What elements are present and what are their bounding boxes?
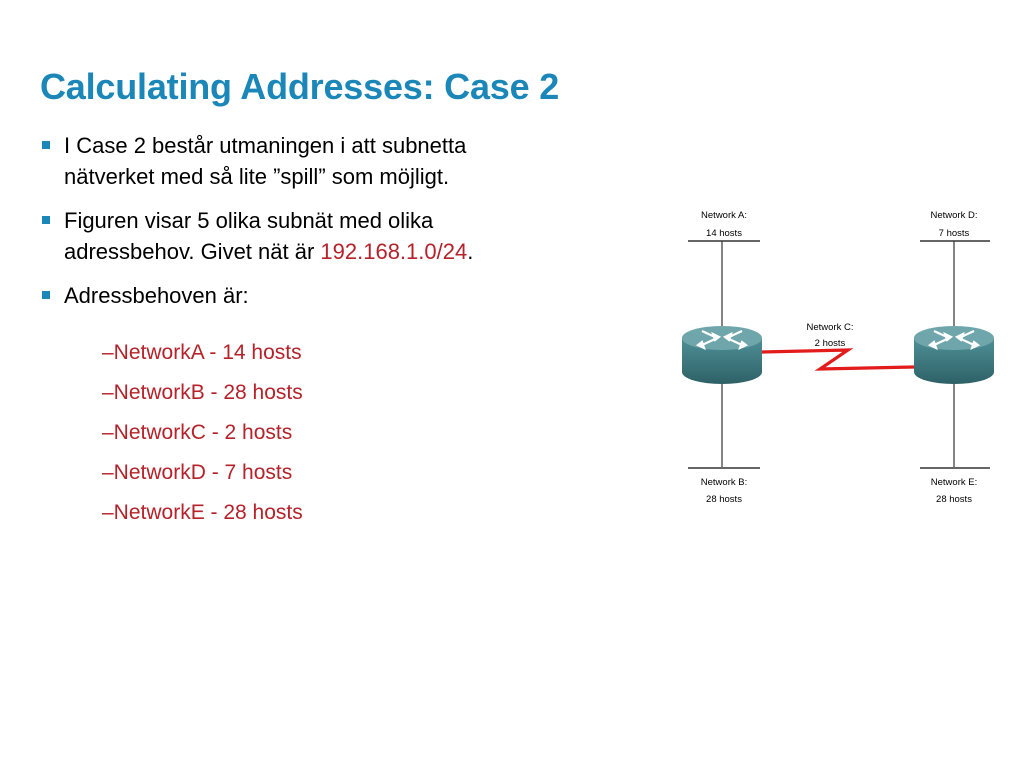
- network-b-name: Network B:: [701, 477, 747, 488]
- bullet-list: I Case 2 består utmaningen i att subnett…: [40, 130, 630, 324]
- network-address-highlight: 192.168.1.0/24: [320, 239, 468, 264]
- network-d-hosts: 7 hosts: [939, 228, 970, 239]
- bullet-item: Adressbehoven är:: [40, 280, 630, 311]
- square-bullet-icon: [42, 216, 50, 224]
- address-requirements-list: –NetworkA - 14 hosts –NetworkB - 28 host…: [102, 333, 303, 533]
- network-c-label: Network C: 2 hosts: [807, 322, 854, 349]
- slide-title: Calculating Addresses: Case 2: [40, 66, 560, 107]
- bullet-text-line: adressbehov. Givet nät är: [64, 239, 321, 264]
- serial-link-zigzag: [761, 348, 915, 371]
- bullet-item: I Case 2 består utmaningen i att subnett…: [40, 130, 630, 192]
- network-e-name: Network E:: [931, 477, 977, 488]
- network-c-hosts: 2 hosts: [815, 338, 846, 349]
- network-topology-diagram: Network A: 14 hosts Network D: 7 hosts N…: [682, 210, 994, 505]
- network-d-name: Network D:: [931, 210, 978, 221]
- network-b-hosts: 28 hosts: [706, 494, 742, 505]
- router-icon: [914, 326, 994, 384]
- bullet-text: Adressbehoven är:: [64, 283, 249, 308]
- sub-list-item: –NetworkA - 14 hosts: [102, 341, 302, 364]
- network-b-label: Network B: 28 hosts: [701, 477, 747, 505]
- network-a-hosts: 14 hosts: [706, 228, 742, 239]
- network-c-name: Network C:: [807, 322, 854, 333]
- bullet-text-suffix: .: [467, 239, 474, 264]
- sub-list-item: –NetworkE - 28 hosts: [102, 501, 303, 524]
- network-a-label: Network A: 14 hosts: [701, 210, 747, 239]
- sub-list-item: –NetworkD - 7 hosts: [102, 461, 293, 484]
- network-e-label: Network E: 28 hosts: [931, 477, 977, 505]
- network-d-label: Network D: 7 hosts: [931, 210, 978, 239]
- bullet-text-line: Figuren visar 5 olika subnät med olika: [64, 208, 434, 233]
- router-icon: [682, 326, 762, 384]
- sub-list-item: –NetworkB - 28 hosts: [102, 381, 303, 404]
- square-bullet-icon: [42, 291, 50, 299]
- square-bullet-icon: [42, 141, 50, 149]
- sub-list-item: –NetworkC - 2 hosts: [102, 421, 293, 444]
- bullet-item: Figuren visar 5 olika subnät med olika a…: [40, 205, 630, 267]
- bullet-text-line: I Case 2 består utmaningen i att subnett…: [64, 133, 467, 158]
- bullet-text-line: nätverket med så lite ”spill” som möjlig…: [64, 164, 450, 189]
- network-a-name: Network A:: [701, 210, 747, 221]
- network-e-hosts: 28 hosts: [936, 494, 972, 505]
